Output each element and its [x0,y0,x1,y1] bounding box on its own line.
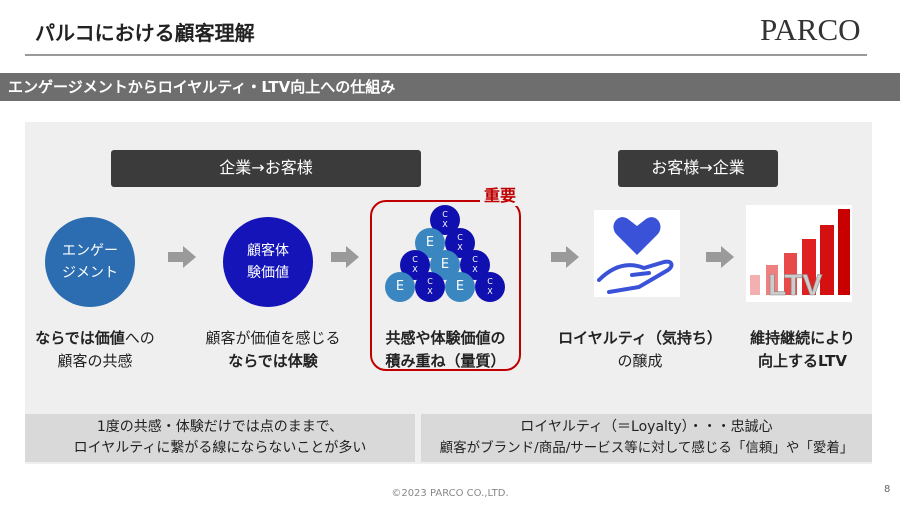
caption-bold: ロイヤルティ（気持ち） [558,329,722,347]
caption-bold: ならでは価値 [35,329,125,347]
caption-loyalty: ロイヤルティ（気持ち） の醸成 [555,327,725,373]
circle-text: 験価値 [247,265,289,281]
note-right: ロイヤルティ（＝Loyalty）・・・忠誠心 顧客がブランド/商品/サービス等に… [421,414,872,462]
page-title: パルコにおける顧客理解 [35,21,255,45]
caption-ltv: 維持継続により向上するLTV [735,327,870,373]
caption-text: 顧客が価値を感じる [205,329,341,347]
important-label: 重要 [480,182,521,206]
caption-experience: 顧客が価値を感じるならでは体験 [188,327,358,373]
note-left: 1度の共感・体験だけでは点のままで、 ロイヤルティに繋がる線にならないことが多い [25,414,415,462]
note-text: ロイヤルティ（＝Loyalty）・・・忠誠心 [520,419,773,435]
section-heading: エンゲージメントからロイヤルティ・LTV向上への仕組み [0,73,900,101]
note-text: 顧客がブランド/商品/サービス等に対して感じる「信頼」や「愛着」 [439,440,854,456]
heart-in-hand-icon [594,210,680,297]
arrow-right-icon [551,246,579,268]
caption-text: 積み重ね（量質） [385,352,506,370]
divider [25,54,867,56]
arrow-right-icon [168,246,196,268]
engagement-circle: エンゲージメント [45,217,135,307]
e-ball: E [445,272,475,302]
note-text: ロイヤルティに繋がる線にならないことが多い [73,440,367,456]
company-to-customer-label: 企業→お客様 [111,150,421,187]
caption-text: の醸成 [617,352,663,370]
experience-value-circle: 顧客体験価値 [223,217,313,307]
caption-text: 共感や体験価値の [385,329,506,347]
caption-accumulation: 共感や体験価値の積み重ね（量質） [370,327,521,373]
caption-text: 維持継続により [750,329,855,347]
ltv-growth-chart-image: LTV [746,205,852,302]
circle-text: エンゲー [62,242,118,259]
note-text: 1度の共感・体験だけでは点のままで、 [96,419,344,435]
caption-text: 顧客の共感 [57,352,133,370]
caption-text: 向上するLTV [758,352,847,370]
caption-text: への [124,329,155,347]
customer-to-company-label: お客様→企業 [618,150,778,187]
circle-text: 顧客体 [247,242,289,259]
caption-engagement: ならでは価値への顧客の共感 [20,327,170,373]
ltv-text: LTV [768,269,822,302]
page-number: 8 [884,484,891,495]
circle-text: ジメント [62,265,118,281]
important-highlight-box [370,200,521,371]
e-ball: E [385,272,415,302]
parco-logo: PARCO [760,12,861,47]
arrow-right-icon [706,246,734,268]
copyright: ©2023 PARCO CO.,LTD. [391,488,509,499]
arrow-right-icon [331,246,359,268]
caption-bold: ならでは体験 [228,352,318,370]
